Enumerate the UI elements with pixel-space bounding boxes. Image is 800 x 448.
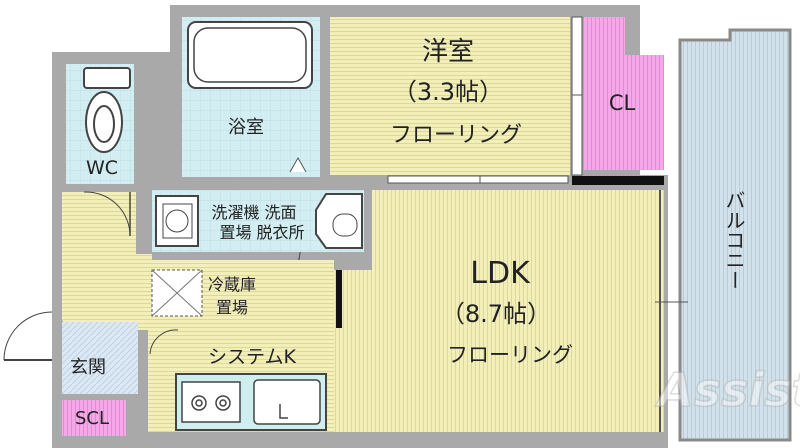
balcony-area — [678, 28, 792, 442]
ldk-floor-label: フローリング — [447, 343, 573, 367]
sink-icon — [253, 379, 321, 425]
fridge-label-line2: 置場 — [216, 298, 248, 317]
svg-text:Assist: Assist — [655, 363, 800, 417]
ldk-name: LDK — [470, 256, 531, 291]
ldk-floor — [372, 190, 664, 432]
assist-watermark: Assist — [654, 362, 800, 418]
fridge-label-line1: 冷蔵庫 — [208, 275, 256, 294]
washroom-label-line2: 置場 脱衣所 — [219, 223, 304, 242]
entrance-label: 玄関 — [70, 357, 106, 378]
shoe-closet-label: SCL — [75, 408, 109, 429]
stove-icon — [181, 381, 241, 423]
western-room-size: （3.3帖） — [393, 78, 503, 106]
washroom-label-line1: 洗濯機 洗面 — [211, 203, 296, 222]
closet-label: CL — [609, 91, 636, 115]
toilet-label: WC — [86, 157, 118, 179]
western-room-floor — [330, 17, 570, 175]
shoe-closet-area — [62, 400, 126, 436]
entrance-floor — [62, 322, 138, 394]
closet-area — [584, 17, 664, 170]
kitchen-label: システムK — [208, 346, 296, 368]
ldk-size: （8.7帖） — [441, 300, 551, 328]
front-door — [3, 311, 53, 361]
washbasin-icon — [315, 193, 363, 249]
toilet-icon — [83, 67, 131, 153]
balcony-label: バルコニー — [722, 190, 746, 290]
western-room-name: 洋室 — [422, 37, 474, 67]
western-room-floor-label: フローリング — [390, 123, 522, 148]
bathroom-label: 浴室 — [228, 117, 264, 138]
